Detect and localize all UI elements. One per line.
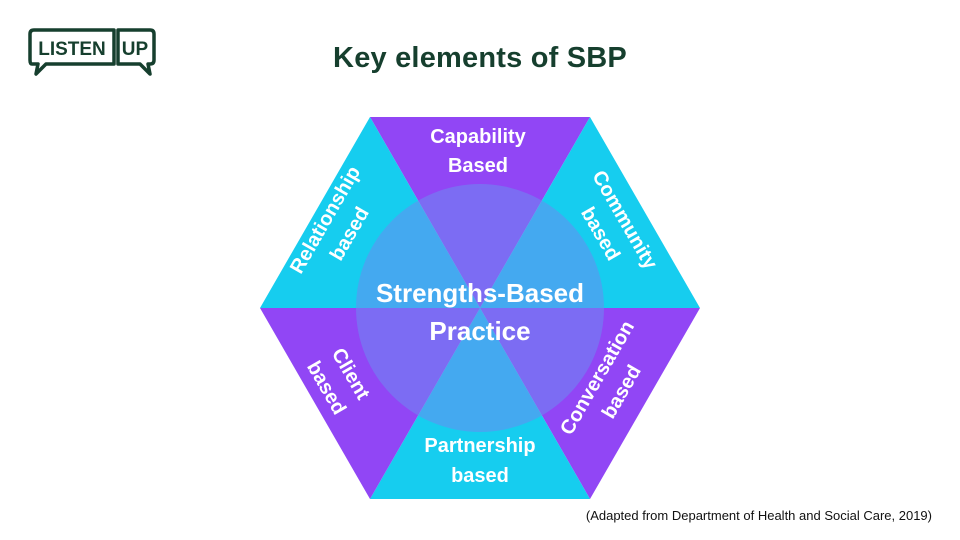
label-capability: Capability Based — [430, 126, 526, 177]
speech-bubble-left-icon — [28, 28, 116, 76]
listen-up-logo: LISTEN UP — [28, 28, 156, 76]
page-title: Key elements of SBP — [333, 42, 627, 74]
capability-line1: Capability — [430, 126, 526, 148]
speech-bubble-right-icon — [116, 28, 156, 76]
center-label-line2: Practice — [429, 316, 530, 346]
partnership-line1: Partnership — [424, 435, 535, 457]
source-caption: (Adapted from Department of Health and S… — [585, 508, 932, 523]
capability-line2: Based — [448, 155, 508, 177]
center-circle — [356, 184, 604, 432]
logo-word-listen: LISTEN — [38, 39, 106, 60]
partnership-line2: based — [451, 465, 509, 487]
center-label-line1: Strengths-Based — [376, 278, 584, 308]
label-partnership: Partnership based — [424, 435, 535, 487]
logo-word-up: UP — [122, 39, 149, 60]
